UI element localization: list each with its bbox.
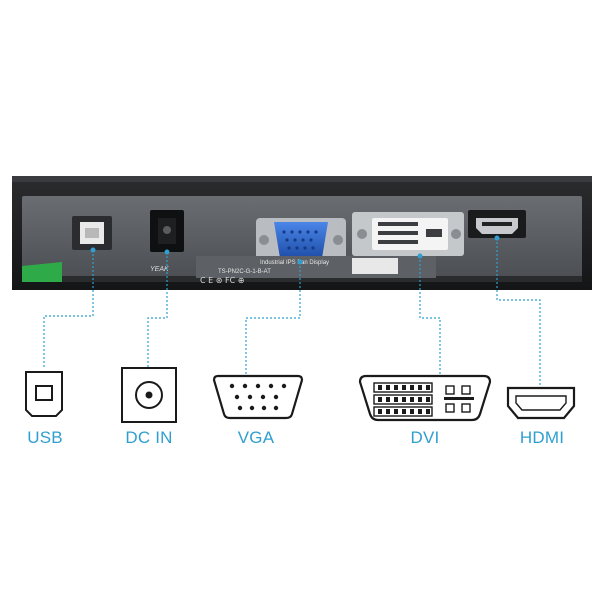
- dcin-label: DC IN: [125, 428, 173, 447]
- vga-label: VGA: [237, 428, 275, 447]
- dvi-leader-dot: [417, 253, 423, 259]
- vga-port-photo: [256, 218, 346, 262]
- vga-leader: [245, 262, 301, 376]
- leader-dots: [90, 235, 500, 265]
- leader-lines: [43, 238, 541, 386]
- bezel-top-edge: [12, 176, 592, 182]
- usb-leader-dot: [90, 247, 96, 253]
- panel-label-sticker: Industrial IPS Fan Display TS-PN2C-G-1-B…: [150, 256, 436, 285]
- hdmi-leader-dot: [494, 235, 500, 241]
- barcode-icon: [352, 258, 398, 274]
- cert-logos-icon: C E ⊛ FC ⊕: [200, 276, 244, 285]
- dvi-leader: [419, 256, 441, 376]
- usb-icon: [25, 371, 63, 417]
- dcin-port-photo: [150, 210, 184, 252]
- hdmi-icon: [506, 386, 576, 420]
- hdmi-leader: [496, 238, 541, 386]
- sticker-line1: Industrial IPS Fan Display: [260, 260, 329, 266]
- vga-icon: [212, 374, 304, 420]
- usb-leader: [43, 250, 94, 368]
- hdmi-port-photo: [468, 210, 526, 238]
- hdmi-label: HDMI: [519, 428, 565, 447]
- panel-bottom-lip: [22, 276, 582, 282]
- green-sticker: [22, 262, 62, 282]
- brand-mark: YEAK: [150, 266, 169, 273]
- dcin-leader-dot: [164, 249, 170, 255]
- dcin-icon: [121, 367, 177, 423]
- vga-leader-dot: [297, 259, 303, 265]
- dvi-port-photo: [352, 212, 464, 256]
- usb-label: USB: [27, 428, 63, 447]
- dvi-icon: [358, 374, 492, 422]
- dvi-label: DVI: [410, 428, 440, 447]
- sticker-line2: TS-PN2C-G-1-B-AT: [218, 269, 271, 275]
- usb-port-photo: [72, 216, 112, 250]
- rear-panel-photo: Industrial IPS Fan Display TS-PN2C-G-1-B…: [12, 176, 592, 290]
- dcin-leader: [147, 252, 168, 368]
